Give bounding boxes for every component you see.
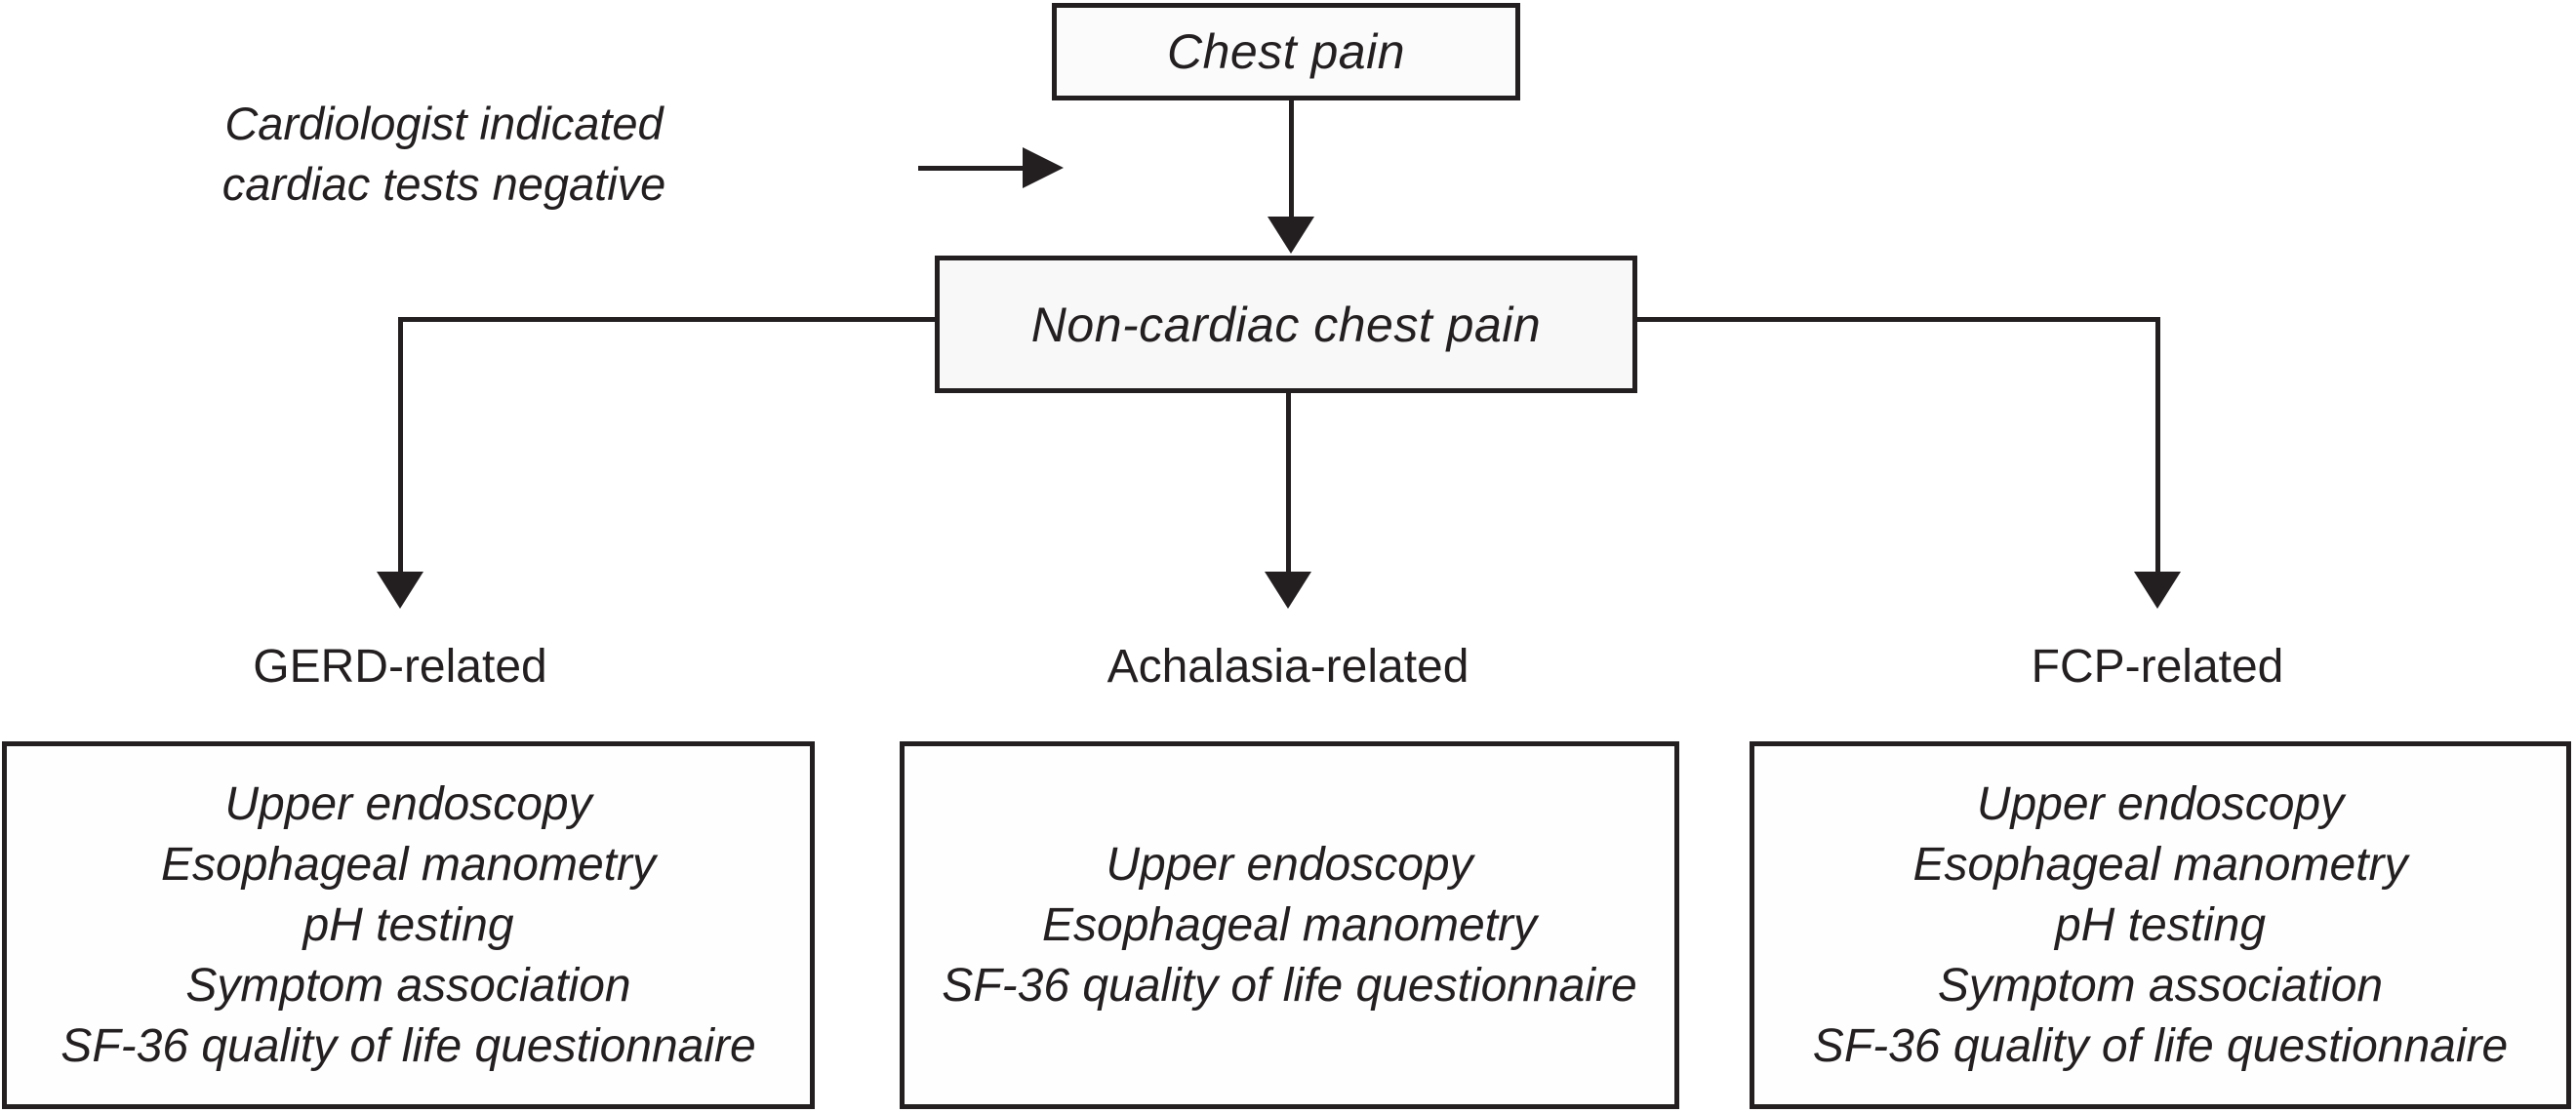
test-item: Upper endoscopy	[224, 777, 592, 830]
branch-line-left-vertical	[398, 317, 403, 574]
test-item: Esophageal manometry	[161, 838, 656, 891]
branch-label-achalasia: Achalasia-related	[1107, 641, 1469, 693]
test-item: pH testing	[2054, 898, 2267, 951]
test-item: Upper endoscopy	[1106, 838, 1473, 891]
branch-label-fcp: FCP-related	[2031, 641, 2284, 693]
branch-line-middle-vertical	[1286, 393, 1291, 574]
branch-line-left-horizontal	[400, 317, 935, 322]
test-item: Esophageal manometry	[1042, 898, 1537, 951]
test-item: Symptom association	[1937, 959, 2384, 1012]
branch-label-gerd: GERD-related	[253, 641, 547, 693]
annotation-arrowhead-icon	[1023, 147, 1064, 188]
branch-right-arrowhead-icon	[2134, 572, 2181, 609]
test-item: SF-36 quality of life questionnaire	[942, 959, 1637, 1012]
test-item: pH testing	[302, 898, 514, 951]
non-cardiac-chest-pain-label: Non-cardiac chest pain	[1030, 297, 1542, 352]
branch-left-arrowhead-icon	[377, 572, 423, 609]
chest-pain-box: Chest pain	[1052, 3, 1520, 100]
branch-line-right-horizontal	[1637, 317, 2160, 322]
test-item: SF-36 quality of life questionnaire	[60, 1019, 756, 1072]
chest-pain-label: Chest pain	[1166, 24, 1406, 79]
annotation-line-2: cardiac tests negative	[221, 158, 666, 210]
arrow-chest-to-noncardiac-shaft	[1289, 100, 1294, 222]
annotation-line-1: Cardiologist indicated	[224, 98, 664, 149]
branch-middle-arrowhead-icon	[1265, 572, 1311, 609]
test-item: SF-36 quality of life questionnaire	[1812, 1019, 2509, 1072]
test-item: Upper endoscopy	[1976, 777, 2345, 830]
non-cardiac-chest-pain-box: Non-cardiac chest pain	[935, 256, 1637, 393]
branch-line-right-vertical	[2155, 317, 2160, 574]
cardiologist-annotation: Cardiologist indicated cardiac tests neg…	[200, 94, 688, 215]
annotation-arrow-shaft	[918, 166, 1024, 171]
arrow-chest-to-noncardiac-head-icon	[1268, 217, 1314, 254]
test-item: Symptom association	[185, 959, 631, 1012]
test-item: Esophageal manometry	[1912, 838, 2408, 891]
